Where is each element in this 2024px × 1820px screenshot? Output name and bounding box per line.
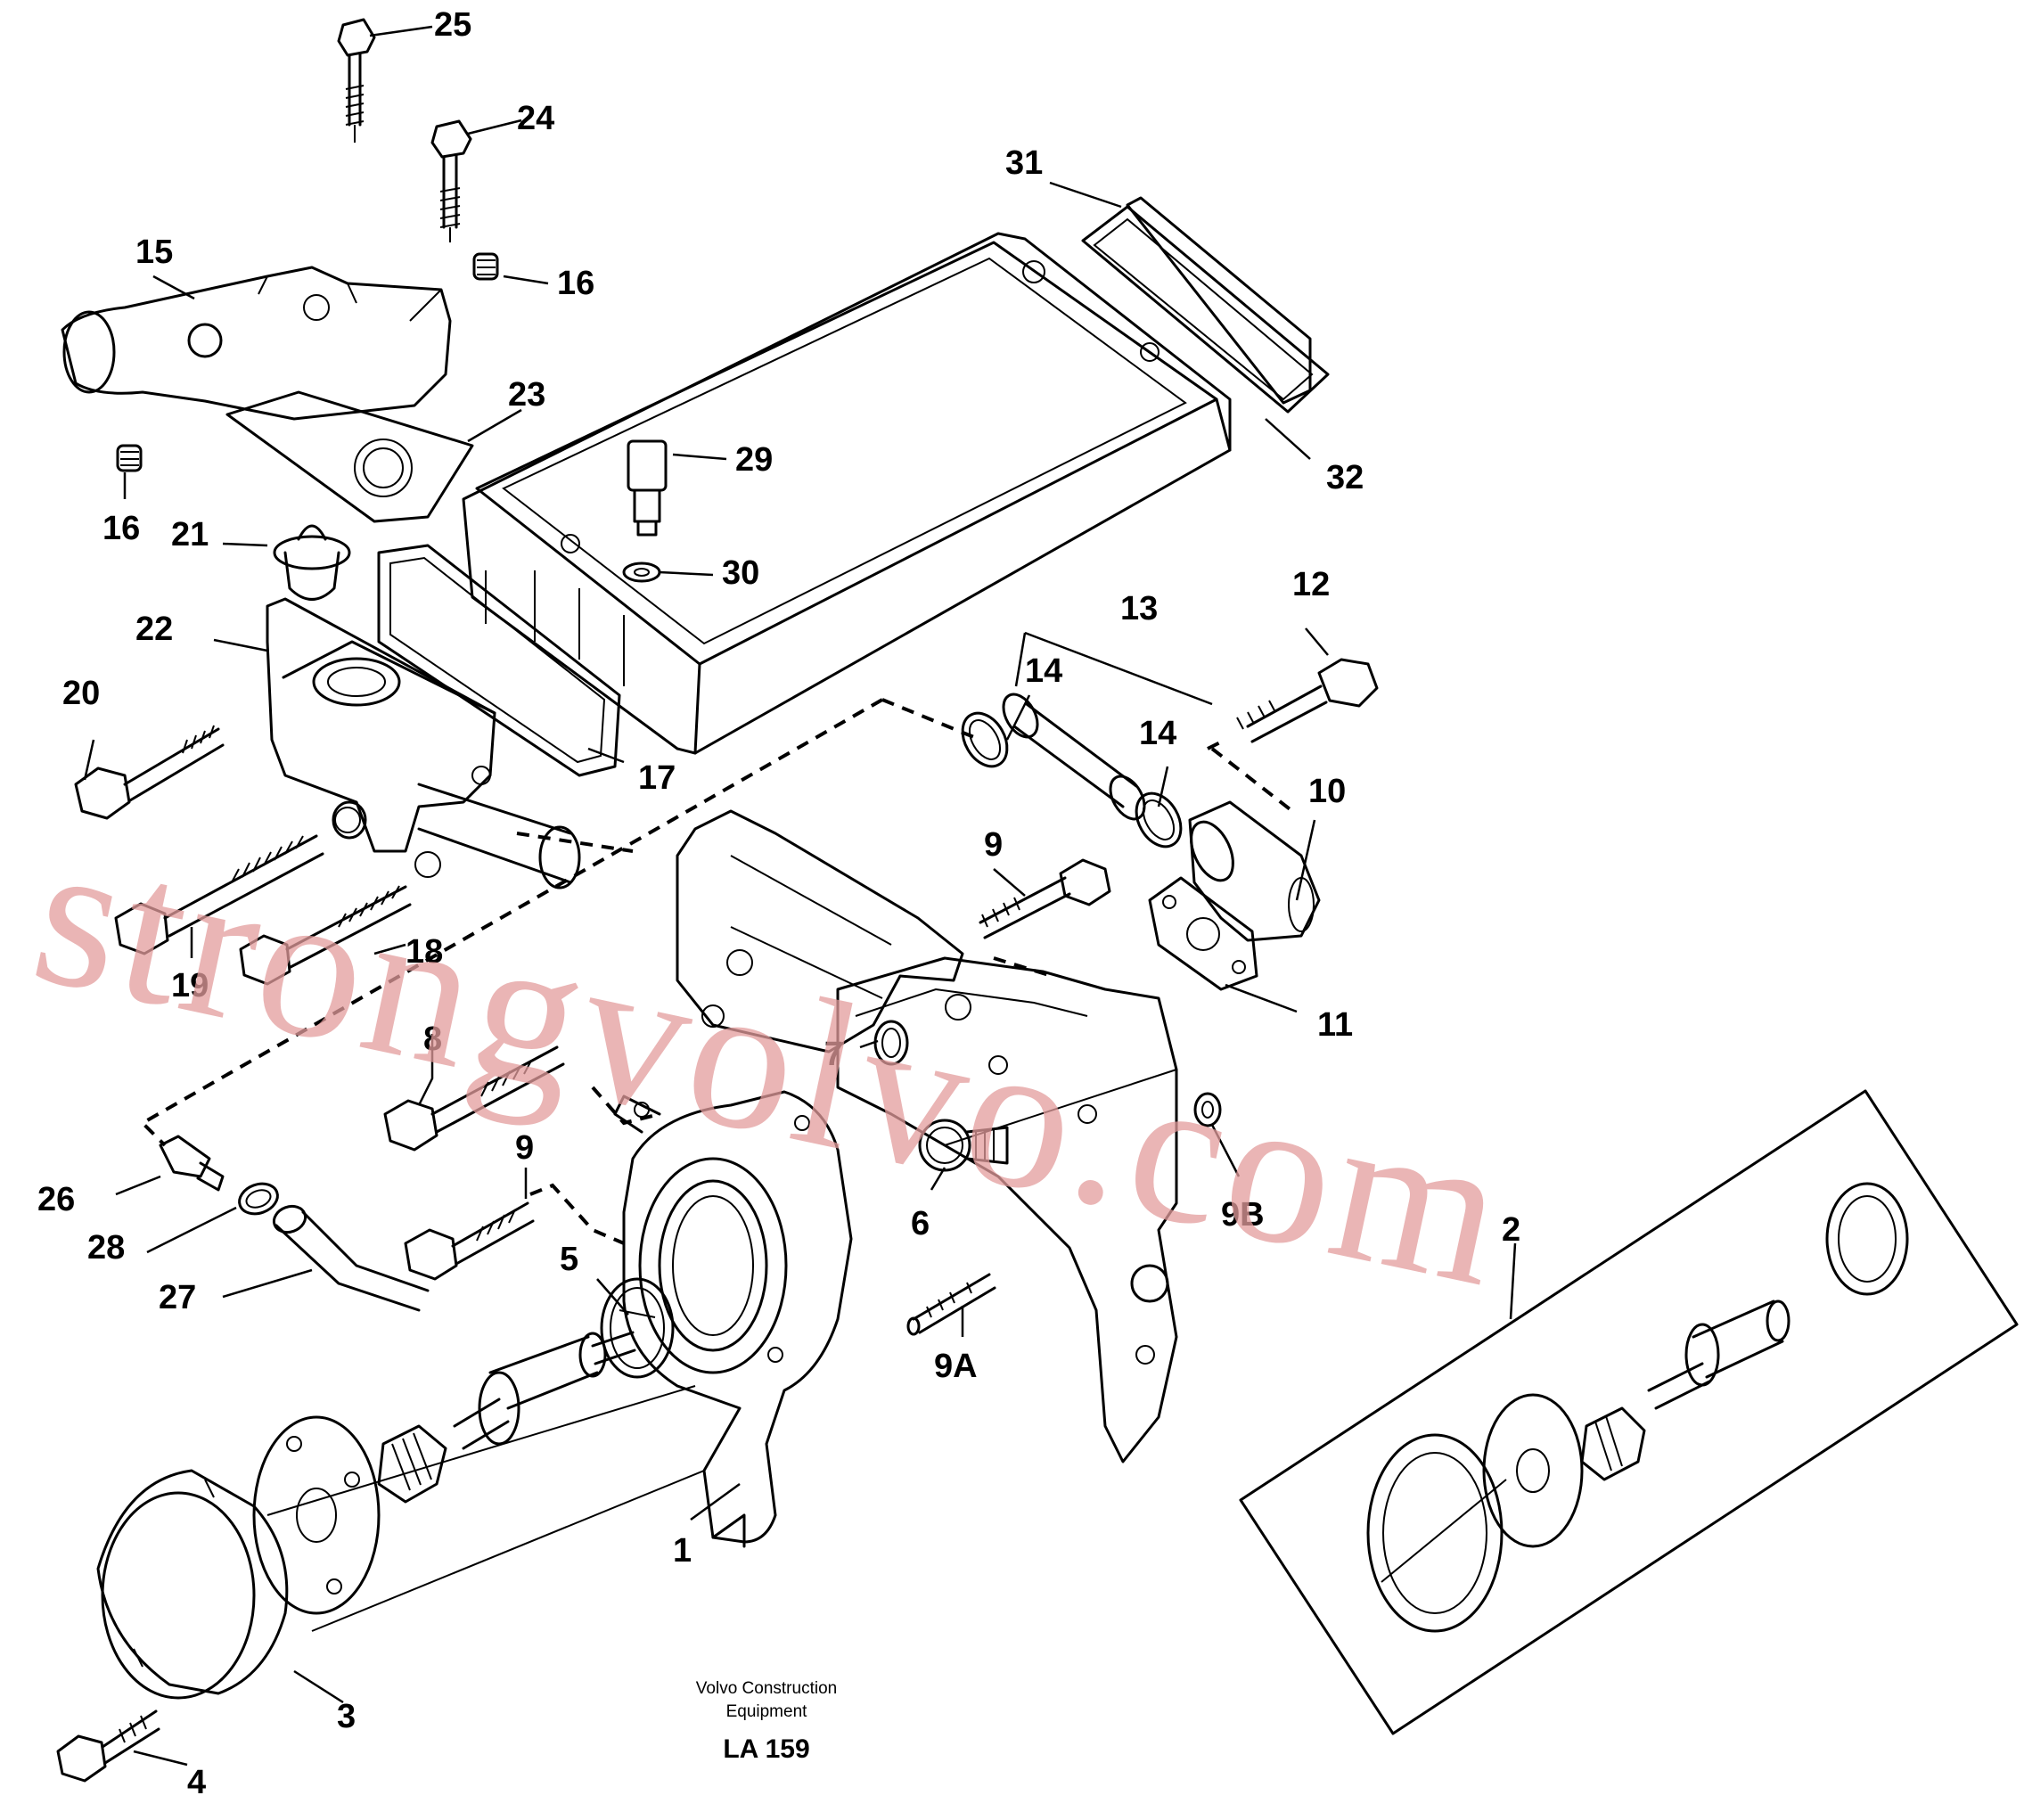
impeller-seal [377, 1424, 447, 1504]
stud-9a [906, 1273, 996, 1336]
callout-12: 12 [1292, 566, 1330, 603]
alignment-line-upper [266, 1385, 696, 1516]
clamp-14-right [1135, 791, 1183, 849]
plug-16-upper [472, 252, 499, 281]
bolt-24 [430, 119, 472, 242]
dashed-assembly-lines [139, 698, 1294, 1245]
caption-line-1: Volvo Construction [696, 1679, 837, 1698]
leader-lines [83, 25, 1517, 1767]
callout-18: 18 [406, 933, 443, 971]
bolt-18 [239, 885, 412, 986]
callout-3: 3 [337, 1698, 356, 1735]
shaft-axis-line [944, 1069, 1177, 1146]
callout-19: 19 [171, 967, 209, 1004]
callout-9-lower: 9 [515, 1129, 534, 1167]
nipple-26 [159, 1135, 225, 1192]
bolt-9-upper [979, 858, 1111, 939]
callout-13: 13 [1120, 590, 1158, 627]
plug-16-lower [116, 444, 143, 472]
callout-22: 22 [135, 611, 173, 648]
pump-shaft [453, 1331, 636, 1450]
pump-cover-3 [96, 1469, 289, 1700]
callout-9-upper: 9 [984, 826, 1003, 864]
gear-6 [918, 1119, 1009, 1172]
clamp-28 [238, 1182, 279, 1216]
thermostat-housing-gasket [225, 390, 474, 523]
caption-line-2: Equipment [726, 1702, 808, 1721]
callout-30: 30 [722, 554, 759, 592]
callout-25: 25 [434, 6, 471, 44]
callout-29: 29 [735, 441, 773, 479]
thermostat-21 [273, 524, 351, 601]
callout-32: 32 [1326, 459, 1364, 496]
bolt-19 [114, 800, 367, 955]
callout-2: 2 [1502, 1211, 1520, 1249]
watermark: strongvolvo.com [17, 794, 1527, 1332]
callout-16-lower: 16 [102, 510, 140, 547]
callout-7: 7 [824, 1036, 843, 1073]
kit-2-box [1239, 1089, 2019, 1735]
callout-16-upper: 16 [557, 265, 594, 302]
callout-27: 27 [159, 1279, 196, 1316]
bolt-8-lower [383, 1045, 565, 1152]
pipe-flange-10 [1188, 800, 1321, 942]
bolt-20 [74, 725, 225, 820]
callout-8-lower: 8 [423, 1021, 442, 1058]
bolt-4 [56, 1709, 160, 1783]
caption: Volvo Construction Equipment LA 159 [696, 1679, 837, 1764]
plug-9b [1193, 1092, 1222, 1127]
callout-11: 11 [1317, 1006, 1353, 1044]
bolt-9-lower [404, 1201, 535, 1281]
washer-30 [622, 562, 661, 583]
callout-31: 31 [1005, 144, 1043, 182]
callout-15: 15 [135, 234, 173, 271]
callout-1: 1 [673, 1532, 692, 1570]
seal-ring-5 [600, 1277, 675, 1379]
callout-10: 10 [1308, 773, 1346, 810]
timing-cover [836, 956, 1178, 1463]
drawing-code: LA 159 [723, 1734, 809, 1764]
end-cover-gasket [1081, 196, 1330, 414]
hose-13 [1002, 693, 1146, 821]
callout-6: 6 [911, 1205, 930, 1242]
callout-21: 21 [171, 516, 209, 553]
cooler-housing [462, 232, 1232, 755]
callout-24: 24 [517, 100, 554, 137]
bearing-flange [252, 1415, 381, 1615]
callout-14-right: 14 [1139, 715, 1176, 752]
bolt-25 [337, 18, 376, 143]
water-pump-housing [613, 1090, 853, 1548]
gasket-17 [377, 544, 621, 777]
callout-9b: 9B [1221, 1196, 1265, 1234]
callout-26: 26 [37, 1181, 75, 1218]
thermostat-housing-22 [266, 597, 581, 890]
callout-23: 23 [508, 376, 545, 414]
bracket [676, 809, 964, 1053]
alignment-line-lower [311, 1470, 705, 1632]
bolt-12 [1236, 658, 1379, 743]
gasket-11 [1148, 876, 1258, 991]
callout-labels: 25 24 31 15 16 23 16 29 32 21 30 22 13 1… [37, 6, 1520, 1801]
callout-5: 5 [560, 1241, 578, 1278]
callout-17: 17 [638, 759, 676, 797]
callout-28: 28 [87, 1229, 125, 1267]
clamp-14-left [961, 711, 1009, 768]
callout-9a: 9A [934, 1348, 978, 1385]
callout-14-left: 14 [1025, 652, 1062, 690]
thermostat-housing-top [61, 266, 452, 421]
sensor-29 [627, 439, 668, 537]
callout-4: 4 [187, 1764, 206, 1801]
hose-27 [272, 1204, 430, 1312]
callout-20: 20 [62, 675, 100, 712]
